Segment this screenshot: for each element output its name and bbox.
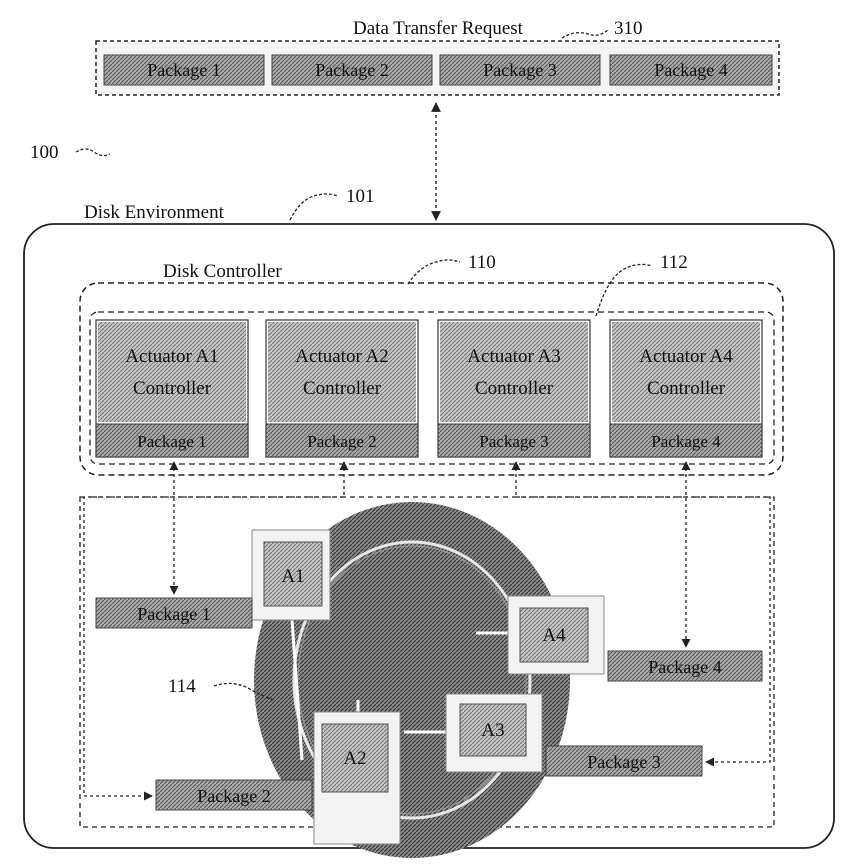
request-package-label: Package 2 <box>315 60 388 80</box>
figure-ref: 100 <box>30 142 59 163</box>
actuator-a1: A1 <box>251 529 331 621</box>
actuator-controller-line2: Controller <box>133 378 212 399</box>
actuator-a2-controller: Actuator A2 Controller Package 2 <box>265 319 419 458</box>
figure-ref-leader <box>75 148 111 157</box>
actuator-controller-line1: Actuator A2 <box>295 346 388 367</box>
path-a2-to-package-2 <box>83 461 349 801</box>
actuator-a4-controller: Actuator A4 Controller Package 4 <box>609 319 763 458</box>
controller-ref: 110 <box>468 252 496 273</box>
request-package-3: Package 3 <box>439 54 601 86</box>
environment-label: Disk Environment <box>84 202 225 223</box>
actuator-a1-controller: Actuator A1 Controller Package 1 <box>95 319 249 458</box>
disk-package-label: Package 1 <box>137 604 210 624</box>
actuator-controller-line2: Controller <box>475 378 554 399</box>
path-a3-to-package-3 <box>511 461 771 767</box>
actuator-a2: A2 <box>313 711 401 845</box>
actuator-a3: A3 <box>445 693 543 773</box>
actuator-controller-group <box>89 311 775 465</box>
actuator-controller-line1: Actuator A3 <box>467 346 560 367</box>
actuator-controller-line2: Controller <box>647 378 726 399</box>
disk-package-1: Package 1 <box>95 597 253 629</box>
environment-ref-leader <box>289 193 339 221</box>
disk-package-label: Package 4 <box>648 657 721 677</box>
disk-package-4: Package 4 <box>607 650 763 682</box>
request-package-label: Package 1 <box>147 60 220 80</box>
data-transfer-request: Data Transfer Request 310 Package 1 Pack… <box>95 18 780 96</box>
request-title: Data Transfer Request <box>353 18 524 39</box>
actuator-controller-line2: Controller <box>303 378 382 399</box>
actuator-controller-line1: Actuator A1 <box>125 346 218 367</box>
disk-controller: Disk Controller 110 112 <box>79 252 784 476</box>
actuator-controller-package: Package 3 <box>479 432 548 451</box>
disk-package-3: Package 3 <box>545 745 703 777</box>
request-package-4: Package 4 <box>609 54 773 86</box>
disk-package-2: Package 2 <box>155 779 313 811</box>
environment-ref: 101 <box>346 186 375 207</box>
request-package-2: Package 2 <box>271 54 433 86</box>
actuator-a3-controller: Actuator A3 Controller Package 3 <box>437 319 591 458</box>
actuator-controller-package: Package 2 <box>307 432 376 451</box>
actuator-a4: A4 <box>507 595 605 675</box>
request-package-label: Package 4 <box>654 60 727 80</box>
actuator-label: A2 <box>343 748 366 769</box>
request-ref-leader <box>561 29 609 39</box>
controller-ref-leader <box>407 259 461 285</box>
controller-label: Disk Controller <box>163 261 282 282</box>
actuator-label: A3 <box>481 720 504 741</box>
actuator-controller-line1: Actuator A4 <box>639 346 733 367</box>
actuator-label: A1 <box>281 566 304 587</box>
actuator-label: A4 <box>542 625 566 646</box>
group-ref-leader <box>595 263 653 317</box>
request-package-1: Package 1 <box>103 54 265 86</box>
request-package-label: Package 3 <box>483 60 556 80</box>
group-ref: 112 <box>660 252 688 273</box>
disk-package-label: Package 3 <box>587 752 660 772</box>
request-ref: 310 <box>614 18 643 39</box>
disk-package-label: Package 2 <box>197 786 270 806</box>
platter-ref: 114 <box>168 676 196 697</box>
actuator-controller-package: Package 4 <box>651 432 721 451</box>
actuator-controller-package: Package 1 <box>137 432 206 451</box>
